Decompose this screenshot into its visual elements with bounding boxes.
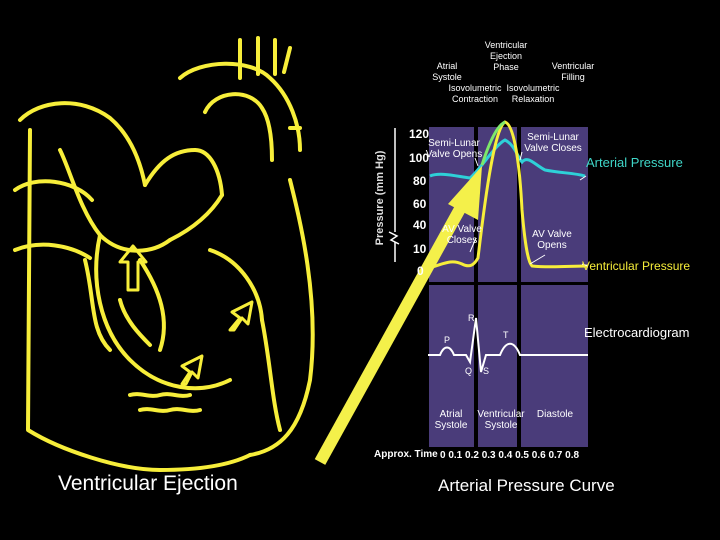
- bottom-diastole: Diastole: [536, 409, 574, 420]
- ecg-q-label: Q: [465, 366, 473, 376]
- time-tick: 0: [440, 450, 446, 461]
- y-tick: 80: [413, 174, 427, 188]
- chart-panel: [425, 127, 588, 447]
- ecg-s-label: S: [483, 366, 490, 376]
- time-tick: 0.2: [465, 450, 479, 461]
- time-tick: 0.5: [515, 450, 529, 461]
- ecg-t-label: T: [503, 330, 509, 340]
- diagonal-arrow-icon: [228, 300, 254, 332]
- y-tick: 100: [409, 151, 430, 165]
- y-tick: 60: [413, 197, 427, 211]
- ventricular-ejection-caption: Ventricular Ejection: [58, 472, 238, 495]
- y-tick: 40: [413, 218, 427, 232]
- ecg-trace: [428, 317, 588, 373]
- time-tick: 0.4: [498, 450, 513, 461]
- av-closes-label: AV Valve Closes: [442, 224, 482, 246]
- y-tick: 10: [413, 242, 427, 256]
- phase-isovolumetric-contraction: Isovolumetric Contraction: [448, 83, 502, 104]
- bottom-ventricular-systole: Ventricular Systole: [477, 409, 525, 431]
- semilunar-opens-label: Semi-Lunar Valve Opens: [425, 138, 483, 160]
- bottom-atrial-systole: Atrial Systole: [434, 409, 468, 431]
- diagonal-arrow-icon: [180, 354, 204, 386]
- ecg-p-label: P: [444, 335, 451, 345]
- chart-divider: [425, 282, 588, 285]
- phase-ventricular-ejection: Ventricular Ejection Phase: [484, 40, 528, 72]
- isovolumetric-relaxation-band: [517, 127, 521, 447]
- semilunar-closes-label: Semi-Lunar Valve Closes: [524, 132, 582, 154]
- phase-atrial-systole: Atrial Systole: [432, 61, 462, 82]
- ecg-r-label: R: [468, 313, 475, 323]
- y-tick: 120: [409, 127, 430, 141]
- atrial-systole-band: [425, 127, 429, 447]
- ecg-label: Electrocardiogram: [584, 325, 690, 340]
- up-arrow-icon: [118, 244, 148, 292]
- time-ticks: 0 0.1 0.2 0.3 0.4 0.5 0.6 0.7 0.8: [440, 450, 579, 461]
- pointer-arrow-icon: [314, 195, 472, 465]
- phase-isovolumetric-relaxation: Isovolumetric Relaxation: [506, 83, 560, 104]
- time-tick: 0.7: [548, 450, 563, 461]
- arterial-pressure-label: Arterial Pressure: [586, 155, 683, 170]
- y-tick: 0: [417, 264, 424, 278]
- time-tick: 0.6: [531, 450, 546, 461]
- isovolumetric-contraction-band: [474, 127, 478, 447]
- time-axis-label: Approx. Time: [374, 449, 438, 460]
- time-tick: 0.3: [481, 450, 496, 461]
- y-axis-label: Pressure (mm Hg): [374, 150, 386, 246]
- av-opens-label: AV Valve Opens: [532, 229, 572, 251]
- time-tick: 0.8: [565, 450, 580, 461]
- arterial-pressure-curve-caption: Arterial Pressure Curve: [438, 476, 615, 495]
- phase-ventricular-filling: Ventricular Filling: [551, 61, 595, 82]
- ventricular-pressure-label: Ventricular Pressure: [582, 259, 691, 273]
- time-tick: 0.1: [448, 450, 463, 461]
